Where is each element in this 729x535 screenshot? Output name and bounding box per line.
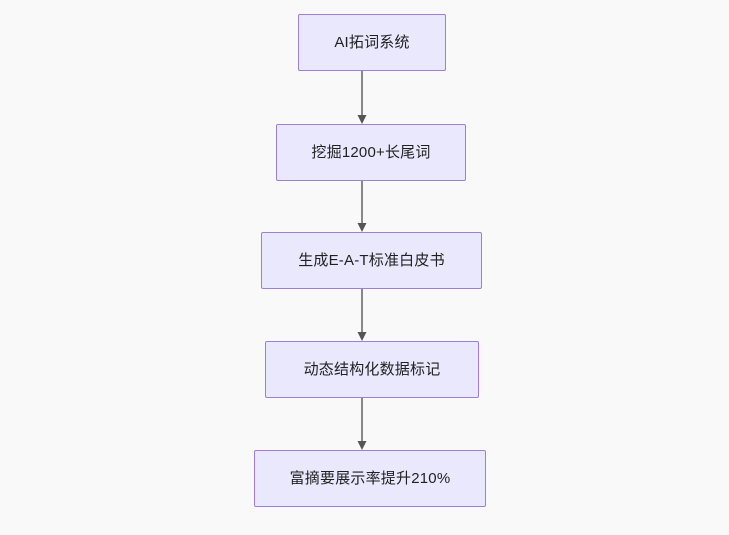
arrow-down-icon <box>357 398 367 450</box>
flow-node-dynamic-structured-data-markup[interactable]: 动态结构化数据标记 <box>265 341 479 398</box>
arrow-connector-4 <box>352 398 372 450</box>
flow-node-label: 挖掘1200+长尾词 <box>311 144 431 161</box>
arrow-connector-3 <box>352 289 372 341</box>
flow-node-mine-longtail-keywords[interactable]: 挖掘1200+长尾词 <box>276 124 466 181</box>
arrow-connector-1 <box>352 71 372 124</box>
flow-node-label: 富摘要展示率提升210% <box>289 470 451 487</box>
flow-node-rich-snippet-impression-uplift[interactable]: 富摘要展示率提升210% <box>254 450 486 507</box>
arrow-down-icon <box>357 71 367 124</box>
flow-node-generate-eat-whitepaper[interactable]: 生成E-A-T标准白皮书 <box>261 232 482 289</box>
flow-node-ai-keyword-system[interactable]: AI拓词系统 <box>298 14 446 71</box>
flow-node-label: 动态结构化数据标记 <box>303 361 441 378</box>
flow-node-label: AI拓词系统 <box>334 34 410 51</box>
flow-node-label: 生成E-A-T标准白皮书 <box>298 252 445 269</box>
arrow-down-icon <box>357 289 367 341</box>
arrow-down-icon <box>357 181 367 232</box>
arrow-connector-2 <box>352 181 372 232</box>
